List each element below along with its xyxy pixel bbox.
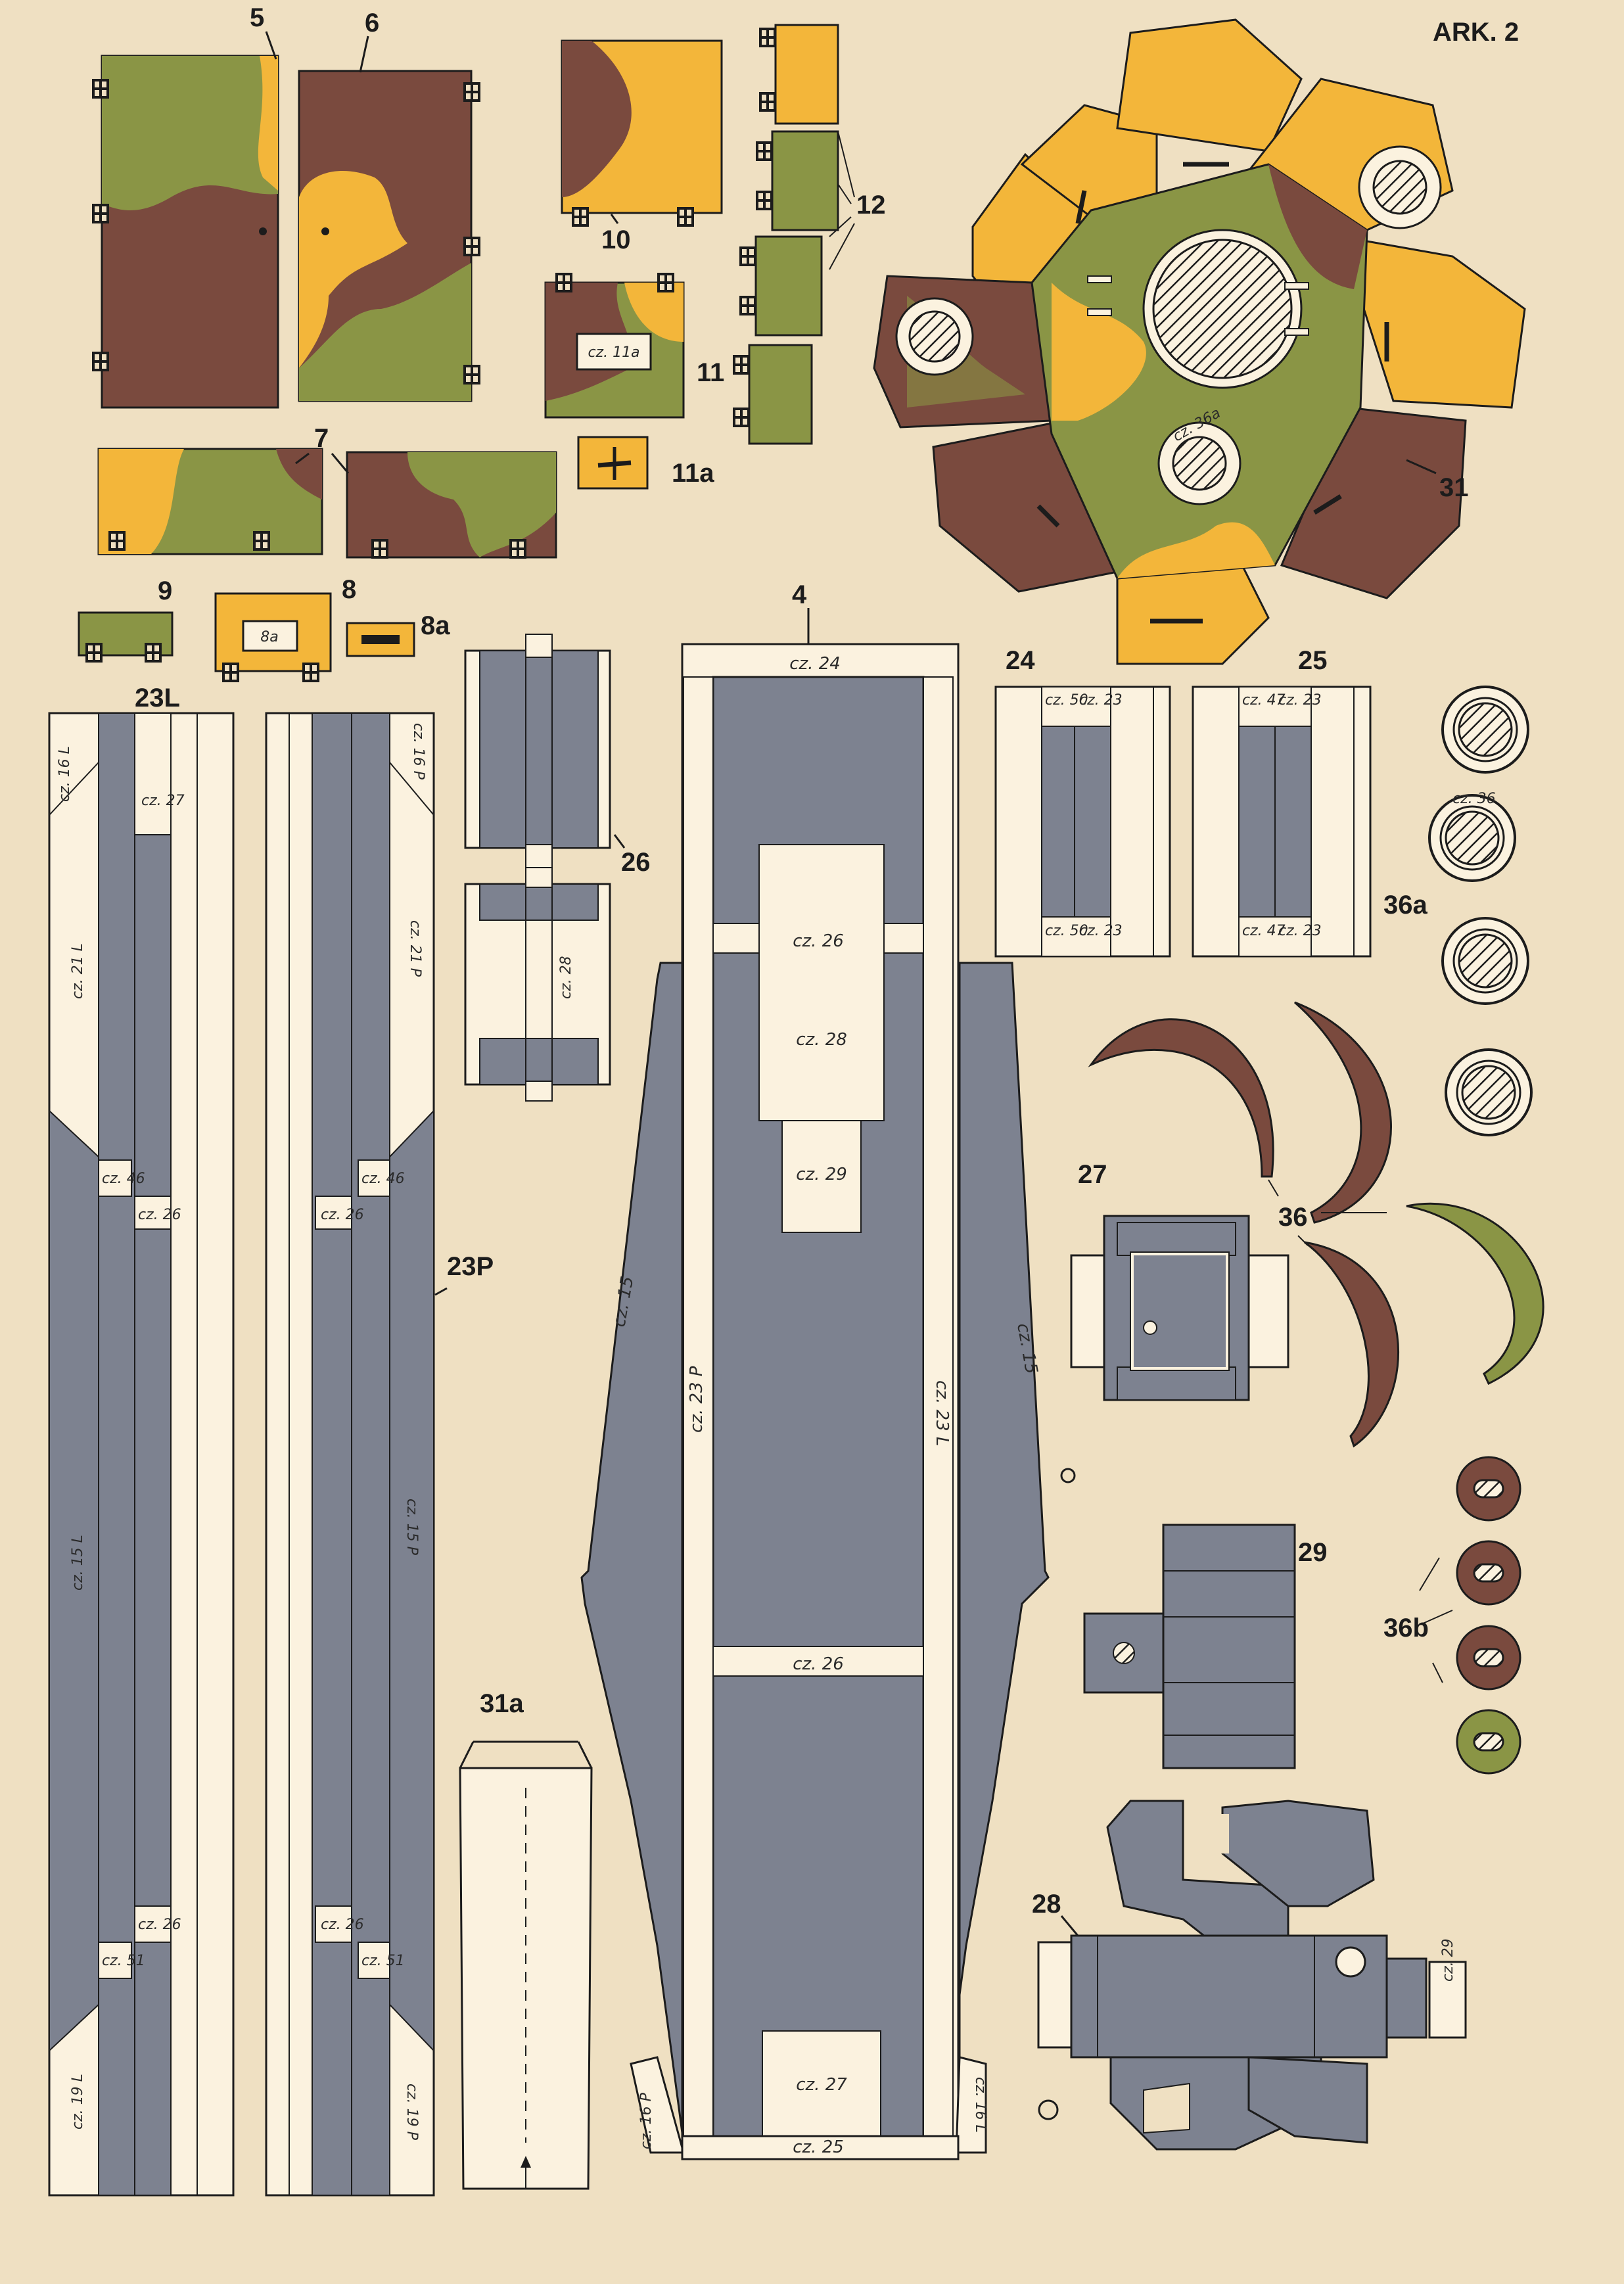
label-23L-26-top: cz. 26 — [138, 1207, 181, 1223]
part-number-10: 10 — [601, 225, 631, 254]
part-number-5: 5 — [250, 3, 264, 32]
part-number-27: 27 — [1078, 1160, 1107, 1189]
label-25-bottom-23: cz. 23 — [1278, 923, 1322, 939]
part-24: cz. 50 cz. 23 cz. 50 cz. 23 — [994, 686, 1171, 958]
label-23P-19P: cz. 19 P — [404, 2084, 420, 2141]
part-number-31: 31 — [1439, 473, 1469, 502]
part-number-9: 9 — [158, 576, 172, 605]
label-23L-19L: cz. 19 L — [70, 2074, 86, 2130]
part-number-11a: 11a — [672, 459, 714, 488]
part-23P: cz. 16 P cz. 21 P cz. 46 cz. 26 cz. 15 P… — [265, 712, 435, 2197]
part-23L: cz. 16 L cz. 27 cz. 21 L cz. 46 cz. 26 c… — [48, 712, 235, 2197]
part-36 — [1088, 1001, 1544, 1448]
label-23L-27: cz. 27 — [141, 793, 185, 809]
part-number-36: 36 — [1278, 1203, 1308, 1232]
label-23L-26-bottom: cz. 26 — [138, 1917, 181, 1933]
label-23P-16P: cz. 16 P — [410, 723, 427, 780]
label-4-16P: cz. 16 P — [638, 2092, 655, 2149]
part-36a: cz. 36 — [1428, 686, 1533, 1136]
label-28-29: cz. 29 — [1440, 1938, 1456, 1982]
part-25: cz. 47 cz. 23 cz. 47 cz. 23 — [1192, 686, 1372, 958]
part-number-4: 4 — [792, 580, 807, 609]
part-number-8: 8 — [342, 575, 356, 604]
label-23L-46: cz. 46 — [102, 1171, 145, 1187]
label-24-top-50: cz. 50 — [1045, 692, 1088, 709]
part-number-23P: 23P — [447, 1252, 494, 1281]
part-10 — [561, 39, 723, 227]
label-4-26-top: cz. 26 — [793, 931, 844, 951]
label-4-27: cz. 27 — [796, 2075, 847, 2095]
label-4-23P: cz. 23 P — [687, 1366, 707, 1433]
part-number-24: 24 — [1006, 646, 1035, 675]
part-5 — [92, 55, 279, 409]
part-number-36a: 36a — [1383, 891, 1427, 920]
label-4-25: cz. 25 — [793, 2137, 844, 2157]
label-23P-26-top: cz. 26 — [321, 1207, 364, 1223]
part-number-28: 28 — [1032, 1890, 1061, 1919]
part-7 — [97, 448, 557, 559]
label-24-bottom-50: cz. 50 — [1045, 923, 1088, 939]
part-number-7: 7 — [314, 424, 329, 453]
part-number-8a: 8a — [421, 611, 450, 640]
label-11a-box: cz. 11a — [588, 344, 639, 361]
label-4-26-bottom: cz. 26 — [793, 1654, 844, 1674]
label-4-16L: cz. 16 L — [972, 2077, 988, 2133]
part-27 — [1070, 1215, 1289, 1401]
part-number-23L: 23L — [135, 684, 180, 712]
part-12 — [733, 24, 839, 445]
label-4-29: cz. 29 — [796, 1165, 847, 1184]
label-4-24: cz. 24 — [789, 654, 841, 674]
part-31: cz. 36a — [873, 18, 1526, 665]
label-8a-box: 8a — [260, 629, 278, 645]
label-23P-21P: cz. 21 P — [407, 920, 423, 977]
part-8: 8a — [214, 592, 332, 682]
part-number-11: 11 — [697, 358, 724, 387]
part-number-12: 12 — [856, 191, 886, 220]
label-23P-46: cz. 46 — [361, 1171, 405, 1187]
part-9 — [78, 611, 174, 663]
label-23P-15P: cz. 15 P — [404, 1499, 420, 1556]
label-25-top-47: cz. 47 — [1242, 692, 1286, 709]
label-24-bottom-23: cz. 23 — [1079, 923, 1123, 939]
label-4-28: cz. 28 — [796, 1030, 847, 1050]
part-36b — [1456, 1456, 1521, 1775]
part-number-26: 26 — [621, 848, 651, 877]
part-4: cz. 24 cz. 26 cz. 28 cz. 29 cz. 15 cz. 1… — [580, 643, 1050, 2160]
part-29 — [1083, 1524, 1296, 1769]
part-26: cz. 28 — [464, 634, 611, 1102]
label-25-bottom-47: cz. 47 — [1242, 923, 1286, 939]
part-number-25: 25 — [1298, 646, 1328, 675]
label-4-23L: cz. 23 L — [932, 1380, 952, 1446]
part-11: cz. 11a — [544, 273, 685, 419]
part-8a — [346, 622, 415, 657]
label-25-top-23: cz. 23 — [1278, 692, 1322, 709]
part-number-36b: 36b — [1383, 1614, 1429, 1643]
label-23P-51: cz. 51 — [361, 1953, 405, 1969]
sheet-title: ARK. 2 — [1433, 18, 1519, 47]
label-26-28: cz. 28 — [558, 956, 574, 999]
label-23L-21L: cz. 21 L — [70, 943, 86, 999]
label-23L-15L: cz. 15 L — [70, 1535, 86, 1591]
label-23P-26-bottom: cz. 26 — [321, 1917, 364, 1933]
part-number-6: 6 — [365, 9, 379, 37]
label-23L-51: cz. 51 — [102, 1953, 145, 1969]
part-number-29: 29 — [1298, 1538, 1328, 1567]
part-28: cz. 29 — [1037, 1800, 1467, 2151]
part-11a — [577, 436, 649, 490]
part-6 — [298, 70, 480, 402]
part-31a — [459, 1740, 593, 2190]
label-23L-16L: cz. 16 L — [57, 746, 73, 802]
part-number-31a: 31a — [480, 1689, 524, 1718]
label-24-top-23: cz. 23 — [1079, 692, 1123, 709]
label-36-disc: cz. 36 — [1452, 791, 1496, 807]
